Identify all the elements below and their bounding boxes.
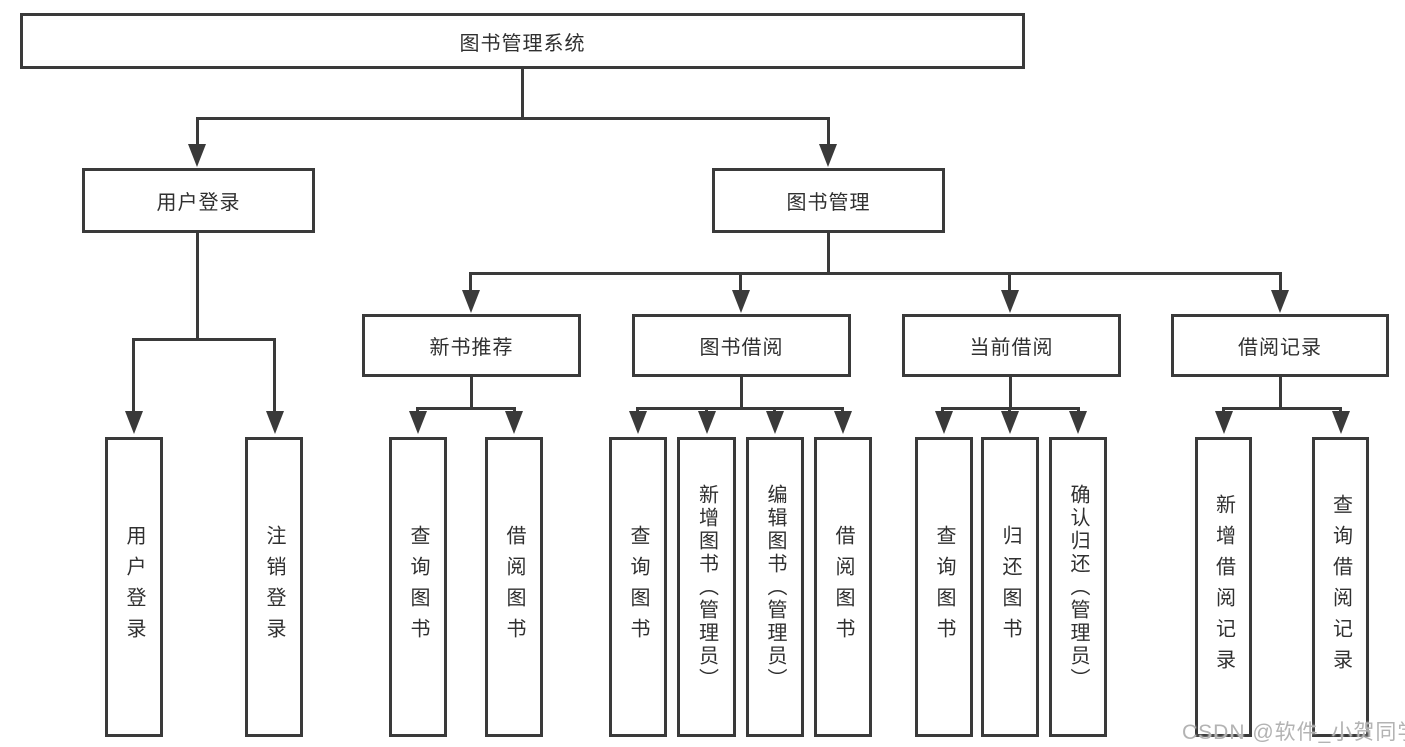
node-label: 新书推荐: [429, 337, 514, 359]
connector-line: [1222, 407, 1225, 412]
connector-line: [470, 377, 473, 407]
arrowhead-icon: [698, 411, 716, 434]
node-user-login: 用户登录: [82, 168, 315, 233]
connector-line: [1077, 407, 1080, 412]
leaf-user-login: 用户登录: [105, 437, 163, 737]
connector-line: [705, 407, 708, 412]
leaf-label: 借阅图书: [832, 525, 854, 649]
arrowhead-icon: [505, 411, 523, 434]
node-label: 图书借阅: [699, 337, 784, 359]
leaf-logout: 注销登录: [245, 437, 303, 737]
leaf-borrow-books: 借阅图书: [814, 437, 872, 737]
node-book-borrow: 图书借阅: [632, 314, 851, 377]
node-label: 图书管理系统: [459, 32, 586, 55]
connector-line: [196, 117, 199, 147]
leaf-query-books-borrow: 查询图书: [609, 437, 667, 737]
arrowhead-icon: [462, 290, 480, 313]
leaf-return-books: 归还图书: [981, 437, 1039, 737]
leaf-label: 用户登录: [123, 525, 145, 649]
arrowhead-icon: [1001, 290, 1019, 313]
leaf-label: 归还图书: [999, 525, 1021, 649]
connector-line: [416, 407, 419, 412]
connector-line: [132, 338, 135, 411]
node-book-management: 图书管理: [712, 168, 945, 233]
leaf-query-books-current: 查询图书: [915, 437, 973, 737]
leaf-label: 编辑图书（管理员）: [764, 483, 786, 691]
node-label: 图书管理: [786, 192, 871, 214]
connector-line: [941, 407, 944, 412]
leaf-label: 查询图书: [933, 525, 955, 649]
arrowhead-icon: [935, 411, 953, 434]
connector-line: [1222, 407, 1342, 410]
leaf-query-borrow-record: 查询借阅记录: [1312, 437, 1369, 737]
connector-line: [636, 407, 844, 410]
leaf-confirm-return-admin: 确认归还（管理员）: [1049, 437, 1107, 737]
connector-line: [1009, 377, 1012, 407]
connector-line: [513, 407, 516, 412]
arrowhead-icon: [766, 411, 784, 434]
connector-line: [1279, 377, 1282, 407]
connector-line: [469, 272, 472, 291]
leaf-borrow-books-recommend: 借阅图书: [485, 437, 543, 737]
leaf-add-books-admin: 新增图书（管理员）: [677, 437, 736, 737]
connector-line: [1008, 407, 1011, 412]
connector-line: [416, 407, 516, 410]
node-library-system: 图书管理系统: [20, 13, 1025, 69]
connector-line: [196, 233, 199, 338]
leaf-label: 新增图书（管理员）: [695, 483, 718, 691]
node-label: 用户登录: [156, 192, 241, 214]
arrowhead-icon: [1001, 411, 1019, 434]
node-new-book-recommend: 新书推荐: [362, 314, 581, 377]
arrowhead-icon: [1215, 411, 1233, 434]
arrowhead-icon: [266, 411, 284, 434]
arrowhead-icon: [834, 411, 852, 434]
connector-line: [1339, 407, 1342, 412]
connector-line: [827, 233, 830, 275]
leaf-edit-books-admin: 编辑图书（管理员）: [746, 437, 804, 737]
arrowhead-icon: [409, 411, 427, 434]
node-borrow-records: 借阅记录: [1171, 314, 1389, 377]
arrowhead-icon: [1271, 290, 1289, 313]
arrowhead-icon: [188, 144, 206, 167]
connector-line: [773, 407, 776, 412]
node-label: 当前借阅: [969, 337, 1054, 359]
connector-line: [636, 407, 639, 412]
connector-line: [469, 272, 1282, 275]
arrowhead-icon: [1332, 411, 1350, 434]
connector-line: [273, 338, 276, 411]
leaf-label: 新增借阅记录: [1212, 494, 1235, 680]
arrowhead-icon: [629, 411, 647, 434]
connector-line: [521, 68, 524, 117]
arrowhead-icon: [819, 144, 837, 167]
arrowhead-icon: [732, 290, 750, 313]
node-label: 借阅记录: [1238, 337, 1322, 359]
connector-line: [739, 272, 742, 291]
arrowhead-icon: [1069, 411, 1087, 434]
connector-line: [841, 407, 844, 412]
connector-line: [740, 377, 743, 407]
connector-line: [132, 338, 276, 341]
connector-line: [196, 117, 830, 120]
connector-line: [827, 117, 830, 147]
leaf-label: 查询图书: [627, 525, 649, 649]
leaf-label: 查询借阅记录: [1329, 494, 1352, 680]
leaf-label: 确认归还（管理员）: [1067, 483, 1089, 691]
connector-line: [1008, 272, 1011, 291]
leaf-add-borrow-record: 新增借阅记录: [1195, 437, 1252, 737]
leaf-label: 查询图书: [407, 525, 429, 649]
leaf-label: 注销登录: [263, 525, 285, 649]
connector-line: [1279, 272, 1282, 291]
csdn-watermark: CSDN @软件_小贺同学: [1182, 721, 1405, 744]
arrowhead-icon: [125, 411, 143, 434]
leaf-label: 借阅图书: [503, 525, 525, 649]
node-current-borrow: 当前借阅: [902, 314, 1121, 377]
leaf-query-books-recommend: 查询图书: [389, 437, 447, 737]
